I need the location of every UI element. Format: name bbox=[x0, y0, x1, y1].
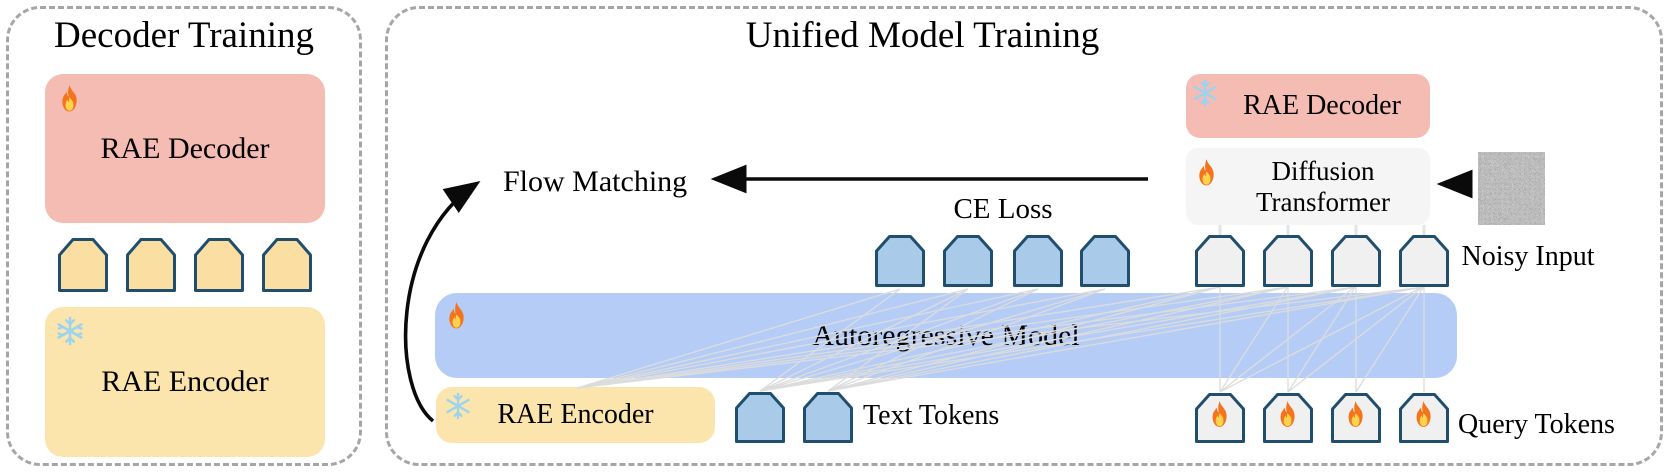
decoder-training-title: Decoder Training bbox=[54, 15, 314, 56]
text-tokens-label: Text Tokens bbox=[863, 400, 1000, 431]
rae-encoder-box-right: RAE Encoder bbox=[436, 387, 715, 443]
attention-lines bbox=[576, 285, 1425, 393]
ce-loss-label: CE Loss bbox=[953, 193, 1053, 225]
fire-icon bbox=[1193, 158, 1220, 193]
ce-token bbox=[1013, 235, 1063, 292]
decoder-training-panel bbox=[6, 6, 362, 466]
rae-decoder-label-left: RAE Decoder bbox=[100, 131, 270, 165]
output-token bbox=[1331, 235, 1381, 292]
query-token bbox=[1195, 393, 1245, 448]
noisy-input-label: Noisy Input bbox=[1461, 241, 1595, 272]
latent-token bbox=[194, 238, 244, 297]
snowflake-icon bbox=[55, 316, 85, 351]
rae-decoder-label-right: RAE Decoder bbox=[1243, 90, 1401, 122]
latent-token bbox=[126, 238, 176, 297]
output-token bbox=[1399, 235, 1449, 292]
unified-model-training-title: Unified Model Training bbox=[745, 15, 1100, 56]
ce-token bbox=[943, 235, 993, 292]
rae-encoder-label-left: RAE Encoder bbox=[101, 365, 269, 399]
query-token bbox=[1331, 393, 1381, 448]
flow-matching-label: Flow Matching bbox=[503, 165, 688, 198]
latent-token bbox=[262, 238, 312, 297]
query-token bbox=[1263, 393, 1313, 448]
rae-encoder-box-left: RAE Encoder bbox=[45, 307, 325, 457]
unified-model-training-panel bbox=[385, 6, 1663, 466]
query-token bbox=[1399, 393, 1449, 448]
latent-token bbox=[58, 238, 108, 297]
query-tokens-label: Query Tokens bbox=[1458, 409, 1615, 440]
output-token bbox=[1263, 235, 1313, 292]
fire-icon bbox=[56, 84, 83, 119]
text-token bbox=[735, 392, 785, 448]
diffusion-transformer-label: Diffusion Transformer bbox=[1256, 156, 1390, 217]
rae-decoder-box-left: RAE Decoder bbox=[45, 74, 325, 223]
rae-encoder-label-right: RAE Encoder bbox=[497, 399, 654, 431]
rae-decoder-box-right: RAE Decoder bbox=[1186, 74, 1430, 138]
fire-icon bbox=[443, 301, 470, 336]
diffusion-transformer-box: Diffusion Transformer bbox=[1186, 148, 1430, 225]
output-token bbox=[1195, 235, 1245, 292]
text-token bbox=[803, 392, 853, 448]
snowflake-icon bbox=[444, 392, 472, 425]
ce-token bbox=[1080, 235, 1130, 292]
noisy-input-image bbox=[1478, 152, 1545, 225]
snowflake-icon bbox=[1191, 79, 1219, 112]
ce-token bbox=[875, 235, 925, 292]
encoder-to-flow-matching-arrow bbox=[403, 180, 481, 423]
dit-token-connectors bbox=[1218, 225, 1426, 237]
